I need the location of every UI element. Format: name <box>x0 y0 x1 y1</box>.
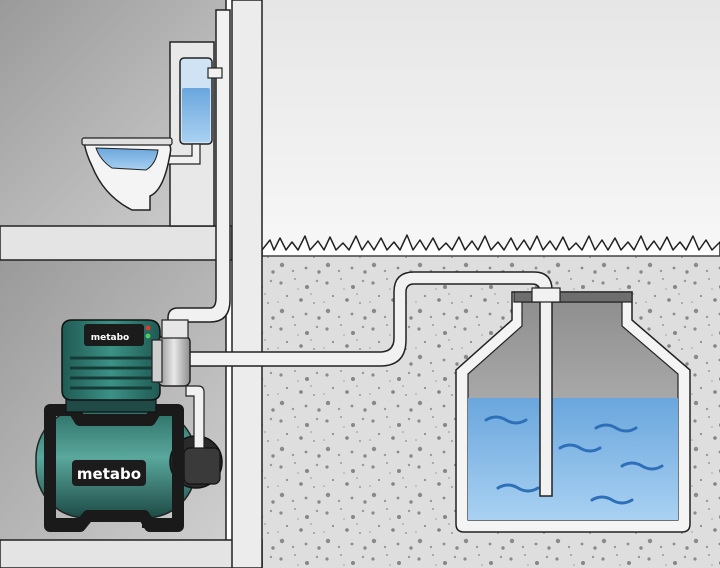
domestic-waterworks: metabo metabo <box>35 319 223 532</box>
tank-foot-right <box>142 518 178 528</box>
toilet-seat <box>81 137 173 146</box>
tank-foot-left <box>48 518 84 528</box>
rainwater-tank <box>455 287 691 533</box>
pump-head <box>157 335 191 387</box>
outdoor-sky <box>262 0 720 250</box>
riser-pipe <box>167 9 231 331</box>
logo-plate-large <box>72 460 146 486</box>
outer-wall <box>231 0 263 568</box>
status-led-green <box>145 333 151 339</box>
tank-lid <box>513 291 633 303</box>
status-led-red <box>145 325 151 331</box>
tank-suction-pipe <box>539 295 553 497</box>
logo-large: metabo <box>77 465 141 483</box>
pipe-neck <box>531 287 561 303</box>
toilet-bowl-water <box>95 147 159 171</box>
basement-floor <box>0 539 263 568</box>
pressure-gauge-fitting <box>183 447 221 485</box>
pump-ribs <box>70 356 152 390</box>
grass-line <box>261 234 720 257</box>
cistern-water <box>182 88 210 142</box>
floor-slab <box>0 225 233 261</box>
toilet-group <box>81 41 223 227</box>
cistern-inlet <box>207 67 223 79</box>
pump-outlet-connector <box>161 319 189 339</box>
pump-control-panel <box>84 324 144 346</box>
tank-connection-pipe <box>185 385 205 449</box>
water-waves <box>484 415 664 505</box>
pump-flange <box>151 339 163 383</box>
logo-small: metabo <box>91 333 129 343</box>
